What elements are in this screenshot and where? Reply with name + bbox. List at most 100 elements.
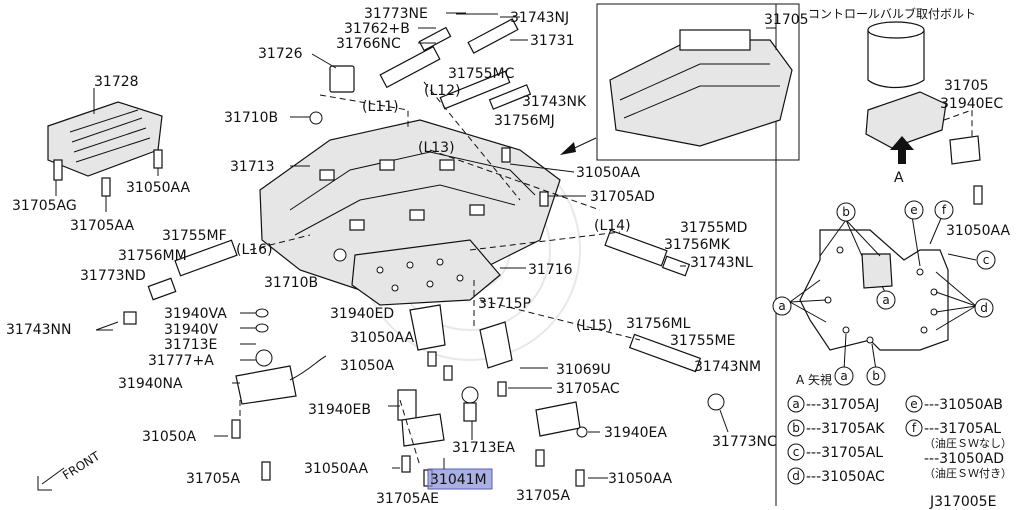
label-31705A-l: 31705A bbox=[186, 471, 241, 487]
marker-e bbox=[904, 200, 924, 220]
label-31766NC: 31766NC bbox=[336, 36, 401, 52]
label-31705AG: 31705AG bbox=[12, 198, 77, 214]
label-r31705: 31705 bbox=[944, 78, 989, 94]
diagram-code: J317005E bbox=[929, 494, 996, 510]
valve-body-detail bbox=[289, 151, 536, 236]
marker-b-2 bbox=[866, 366, 886, 386]
marker-a-2 bbox=[772, 296, 792, 316]
label-31050AA-br: 31050AA bbox=[608, 471, 673, 487]
svg-text:f: f bbox=[942, 203, 947, 217]
label-31940VA: 31940VA bbox=[164, 306, 227, 322]
svg-text:a: a bbox=[882, 293, 889, 307]
svg-text:d: d bbox=[980, 301, 988, 315]
solenoid-31726 bbox=[329, 65, 355, 93]
label-31940NA: 31940NA bbox=[118, 376, 183, 392]
svg-text:d: d bbox=[792, 469, 800, 483]
label-31050AA-c: 31050AA bbox=[350, 330, 415, 346]
spool-right bbox=[604, 229, 725, 411]
label-31705AA: 31705AA bbox=[70, 218, 135, 234]
label-31705AE: 31705AE bbox=[376, 491, 439, 507]
lower-body-holes bbox=[376, 258, 464, 292]
legend-alt: ---31050AD bbox=[924, 451, 1004, 467]
label-31728: 31728 bbox=[94, 74, 139, 90]
label-31940EA: 31940EA bbox=[604, 425, 667, 441]
label-31726: 31726 bbox=[258, 46, 303, 62]
arrow-a-icon bbox=[890, 136, 914, 164]
label-31743NL: 31743NL bbox=[690, 255, 753, 271]
marker-f bbox=[934, 200, 954, 220]
label-31777A: 31777+A bbox=[148, 353, 214, 369]
label-31940V: 31940V bbox=[164, 322, 219, 338]
legend-a: ---31705AJ bbox=[806, 397, 879, 413]
svg-text:c: c bbox=[983, 253, 990, 267]
highlight-box-31041M bbox=[427, 468, 493, 490]
legend-f: ---31705AL bbox=[924, 421, 1001, 437]
label-31940EB: 31940EB bbox=[308, 402, 371, 418]
label-L15: (L15) bbox=[576, 318, 613, 334]
label-31940ED: 31940ED bbox=[330, 306, 394, 322]
left-small-parts bbox=[235, 308, 327, 405]
label-31756MJ: 31756MJ bbox=[494, 113, 555, 129]
label-31773ND: 31773ND bbox=[80, 268, 146, 284]
right-labels: 31705 コントロールバルブ取付ボルト 31705 31940EC A 310… bbox=[764, 6, 1011, 387]
legend-b: ---31705AK bbox=[806, 421, 885, 437]
label-31755MD: 31755MD bbox=[680, 220, 747, 236]
label-31731: 31731 bbox=[530, 33, 575, 49]
label-31710B-bot: 31710B bbox=[264, 275, 318, 291]
svg-text:b: b bbox=[842, 205, 850, 219]
label-31713E: 31713E bbox=[164, 337, 217, 353]
label-31756MM: 31756MM bbox=[118, 248, 187, 264]
plate-slots bbox=[69, 109, 151, 163]
marker-d bbox=[974, 298, 994, 318]
lower-valve-body-31716 bbox=[351, 239, 501, 306]
svg-text:a: a bbox=[792, 397, 799, 411]
separator-plate-31728 bbox=[47, 101, 163, 177]
marker-a-3 bbox=[834, 366, 854, 386]
front-arrow-icon bbox=[37, 467, 65, 491]
center-parts bbox=[397, 304, 581, 447]
svg-text:b: b bbox=[872, 369, 880, 383]
assembly-lines bbox=[239, 81, 641, 467]
marker-c bbox=[976, 250, 996, 270]
marker-a-1 bbox=[876, 290, 896, 310]
label-L13: (L13) bbox=[418, 140, 455, 156]
label-L16: (L16) bbox=[236, 242, 273, 258]
view-markers: b e f c a d a a b bbox=[772, 200, 996, 386]
label-31743NJ: 31743NJ bbox=[510, 10, 569, 26]
label-31050A-c: 31050A bbox=[340, 358, 395, 374]
label-31762B: 31762+B bbox=[344, 21, 410, 37]
label-31756MK: 31756MK bbox=[664, 237, 731, 253]
legend-e: ---31050AB bbox=[924, 397, 1003, 413]
label-31050AA-b: 31050AA bbox=[304, 461, 369, 477]
legend-alt-note: （油圧ＳＷ付き） bbox=[924, 466, 1012, 480]
view-arrow bbox=[560, 137, 597, 155]
legend-d: ---31050AC bbox=[806, 469, 885, 485]
view-a-title: A 矢視 bbox=[796, 372, 832, 387]
svg-text:e: e bbox=[910, 203, 917, 217]
svg-text:e: e bbox=[910, 397, 917, 411]
spool-top bbox=[379, 13, 532, 110]
label-31705AC: 31705AC bbox=[556, 381, 620, 397]
label-31705A-b: 31705A bbox=[516, 488, 571, 504]
label-31710B-top: 31710B bbox=[224, 110, 278, 126]
front-label: FRONT bbox=[60, 449, 103, 483]
label-inset-31705: 31705 bbox=[764, 12, 809, 28]
marker-b-1 bbox=[836, 202, 856, 222]
valve-body-31713 bbox=[259, 119, 561, 291]
label-31743NM: 31743NM bbox=[694, 359, 761, 375]
label-31773NC: 31773NC bbox=[712, 434, 777, 450]
label-r31940EC: 31940EC bbox=[940, 96, 1003, 112]
label-r31050AA: 31050AA bbox=[946, 223, 1011, 239]
label-31716: 31716 bbox=[528, 262, 573, 278]
legend: a ---31705AJ b ---31705AK c ---31705AL d… bbox=[787, 395, 1012, 485]
label-31756ML: 31756ML bbox=[626, 316, 691, 332]
label-31705AD: 31705AD bbox=[590, 189, 655, 205]
svg-text:a: a bbox=[778, 299, 785, 313]
label-31050AA-mid: 31050AA bbox=[576, 165, 641, 181]
label-rA: A bbox=[894, 170, 904, 186]
spool-left bbox=[95, 239, 238, 331]
svg-text:c: c bbox=[793, 445, 800, 459]
right-assembly bbox=[865, 21, 983, 205]
label-31713EA: 31713EA bbox=[452, 440, 515, 456]
